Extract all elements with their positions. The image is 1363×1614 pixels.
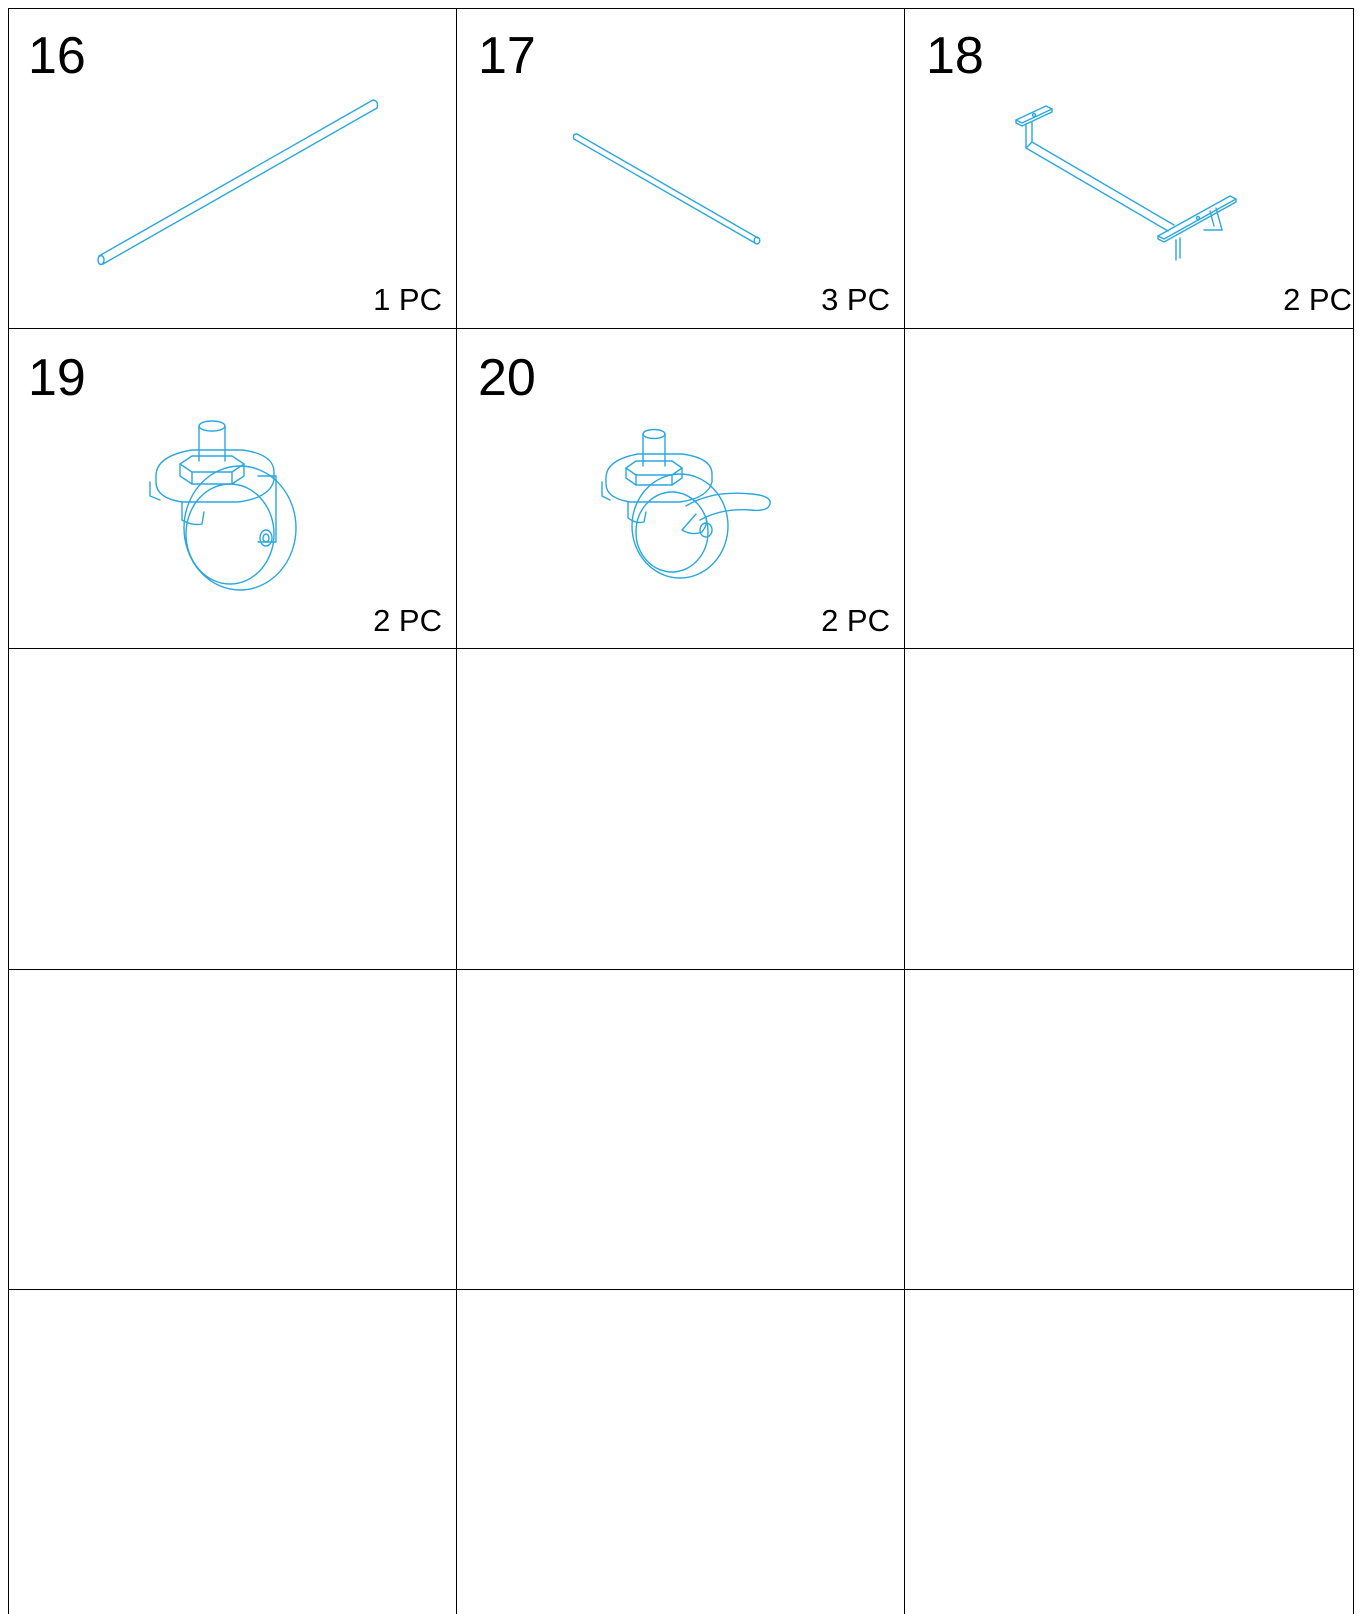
grid-row-divider-3 xyxy=(8,969,1354,970)
part-quantity: 3 PC xyxy=(821,282,890,317)
grid-border-left xyxy=(8,8,9,1614)
grid-border-right xyxy=(1353,8,1354,1614)
grid-col-divider-2 xyxy=(904,8,905,1614)
part-number: 19 xyxy=(28,349,86,407)
short-rod-icon xyxy=(572,133,761,245)
parts-list-sheet: 16 1 PC 17 3 PC 18 xyxy=(8,8,1354,1614)
part-quantity: 1 PC xyxy=(373,282,442,317)
grid-row-divider-2 xyxy=(8,648,1354,649)
grid-col-divider-1 xyxy=(456,8,457,1614)
u-bracket-icon xyxy=(1015,105,1237,261)
grid-row-divider-4 xyxy=(8,1289,1354,1290)
grid-row-divider-1 xyxy=(8,328,1354,329)
part-quantity: 2 PC xyxy=(821,603,890,638)
long-rod-icon xyxy=(97,99,379,266)
part-number: 17 xyxy=(478,27,536,85)
part-number: 18 xyxy=(926,27,984,85)
part-quantity: 2 PC xyxy=(1283,282,1352,317)
part-number: 16 xyxy=(28,27,86,85)
locking-caster-wheel-icon xyxy=(601,428,771,579)
part-quantity: 2 PC xyxy=(373,603,442,638)
caster-wheel-icon xyxy=(149,420,297,591)
part-number: 20 xyxy=(478,349,536,407)
grid-border-top xyxy=(8,8,1354,9)
